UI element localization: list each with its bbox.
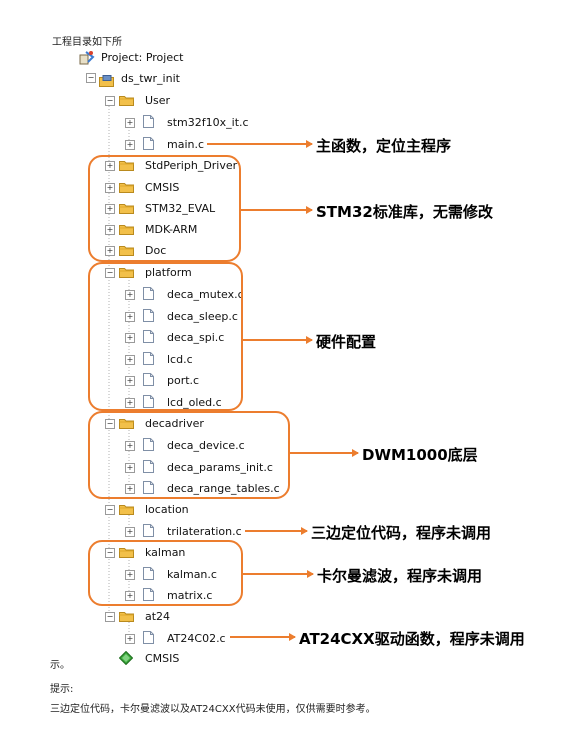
tree-root-label[interactable]: ds_twr_init [121, 72, 180, 85]
folder-user-label[interactable]: User [145, 94, 171, 107]
callout-main: 主函数，定位主程序 [316, 137, 452, 155]
callout-at24: AT24CXX驱动函数，程序未调用 [299, 630, 525, 648]
file-expand-toggle[interactable]: + [125, 634, 135, 644]
file-expand-toggle[interactable]: + [125, 570, 135, 580]
file-deca-mutex[interactable]: deca_mutex.c [167, 288, 244, 301]
stm32-lib-group-box [88, 155, 241, 262]
file-trilateration[interactable]: trilateration.c [167, 525, 242, 538]
folder-expand-toggle[interactable]: + [105, 183, 115, 193]
folder-at24-label[interactable]: at24 [145, 610, 171, 623]
callout-stm32: STM32标准库，无需修改 [316, 203, 493, 221]
file-expand-toggle[interactable]: + [125, 118, 135, 128]
file-matrix[interactable]: matrix.c [167, 589, 213, 602]
file-expand-toggle[interactable]: + [125, 140, 135, 150]
file-expand-toggle[interactable]: + [125, 355, 135, 365]
folder-stdperiph-label[interactable]: StdPeriph_Driver [145, 159, 238, 172]
file-expand-toggle[interactable]: + [125, 398, 135, 408]
file-port[interactable]: port.c [167, 374, 200, 387]
hint-text: 三边定位代码，卡尔曼滤波以及AT24CXX代码未使用，仅供需要时参考。 [50, 704, 376, 715]
file-lcd[interactable]: lcd.c [167, 353, 193, 366]
project-icon [79, 50, 95, 70]
file-lcd-oled[interactable]: lcd_oled.c [167, 396, 222, 409]
kalman-group-box [88, 540, 243, 606]
callout-trilat: 三边定位代码，程序未调用 [311, 524, 492, 542]
green-diamond-icon [118, 650, 134, 669]
file-deca-spi[interactable]: deca_spi.c [167, 331, 225, 344]
project-label[interactable]: Project: Project [101, 51, 184, 64]
location-collapse-toggle[interactable]: − [105, 505, 115, 515]
callout-kalman: 卡尔曼滤波，程序未调用 [317, 567, 483, 585]
file-expand-toggle[interactable]: + [125, 312, 135, 322]
folder-doc-label[interactable]: Doc [145, 244, 167, 257]
folder-expand-toggle[interactable]: + [105, 161, 115, 171]
decadriver-group-box [88, 411, 290, 499]
folder-stm32-eval-label[interactable]: STM32_EVAL [145, 202, 216, 215]
cmsis-bottom-label[interactable]: CMSIS [145, 652, 180, 665]
file-stm32f10x-it[interactable]: stm32f10x_it.c [167, 116, 249, 129]
callout-hardware: 硬件配置 [316, 333, 377, 351]
file-expand-toggle[interactable]: + [125, 376, 135, 386]
platform-group-box [88, 262, 243, 411]
intro-text: 工程目录如下所 [52, 37, 122, 48]
file-expand-toggle[interactable]: + [125, 290, 135, 300]
file-expand-toggle[interactable]: + [125, 333, 135, 343]
folder-expand-toggle[interactable]: + [105, 246, 115, 256]
target-icon [99, 72, 115, 91]
file-expand-toggle[interactable]: + [125, 591, 135, 601]
file-deca-range-tables[interactable]: deca_range_tables.c [167, 482, 280, 495]
file-main[interactable]: main.c [167, 138, 205, 151]
decadriver-collapse-toggle[interactable]: − [105, 419, 115, 429]
folder-expand-toggle[interactable]: + [105, 225, 115, 235]
after-tree-text: 示。 [50, 660, 70, 671]
folder-cmsis-label[interactable]: CMSIS [145, 181, 180, 194]
file-deca-sleep[interactable]: deca_sleep.c [167, 310, 238, 323]
file-expand-toggle[interactable]: + [125, 527, 135, 537]
file-kalman[interactable]: kalman.c [167, 568, 217, 581]
callout-dwm: DWM1000底层 [362, 446, 478, 464]
hint-label: 提示: [50, 684, 74, 695]
file-at24c02[interactable]: AT24C02.c [167, 632, 226, 645]
folder-kalman-label[interactable]: kalman [145, 546, 186, 559]
platform-collapse-toggle[interactable]: − [105, 268, 115, 278]
file-expand-toggle[interactable]: + [125, 441, 135, 451]
file-expand-toggle[interactable]: + [125, 484, 135, 494]
file-deca-params-init[interactable]: deca_params_init.c [167, 461, 273, 474]
folder-decadriver-label[interactable]: decadriver [145, 417, 204, 430]
user-collapse-toggle[interactable]: − [105, 96, 115, 106]
folder-location-label[interactable]: location [145, 503, 189, 516]
file-expand-toggle[interactable]: + [125, 463, 135, 473]
folder-mdk-arm-label[interactable]: MDK-ARM [145, 223, 198, 236]
at24-collapse-toggle[interactable]: − [105, 612, 115, 622]
file-deca-device[interactable]: deca_device.c [167, 439, 245, 452]
folder-platform-label[interactable]: platform [145, 266, 192, 279]
folder-expand-toggle[interactable]: + [105, 204, 115, 214]
root-collapse-toggle[interactable]: − [86, 73, 96, 83]
kalman-collapse-toggle[interactable]: − [105, 548, 115, 558]
